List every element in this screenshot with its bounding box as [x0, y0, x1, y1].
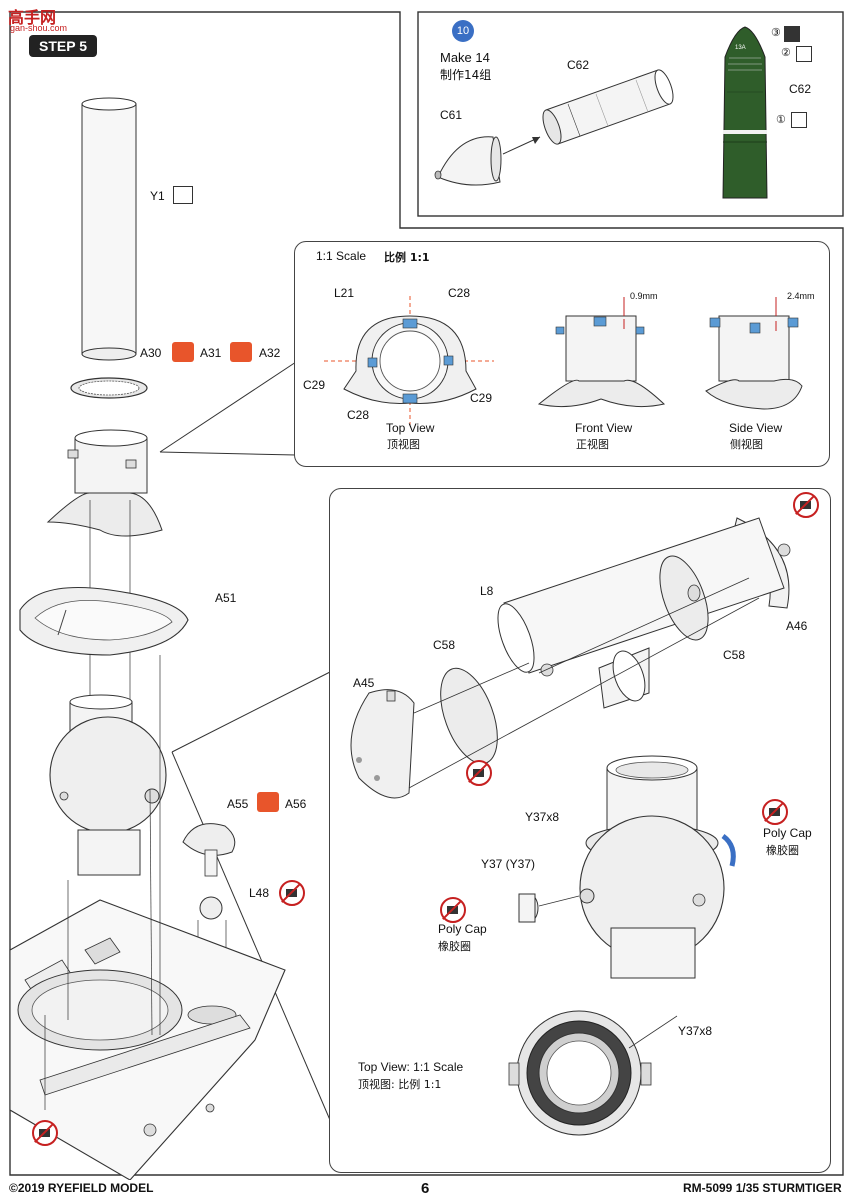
label-c58-left: C58	[433, 638, 456, 652]
callout-num-2: ②	[781, 47, 791, 59]
label-c29-left: C29	[303, 378, 326, 392]
shell-exploded-diagram	[434, 69, 674, 186]
dim-front: 0.9mm	[630, 291, 658, 301]
label-a56: A56	[285, 797, 307, 811]
label-y37x8: Y37x8	[525, 810, 560, 824]
label-c62-top: C62	[567, 58, 590, 72]
label-a46: A46	[786, 619, 808, 633]
label-c62-shell: C62	[789, 82, 812, 96]
top-view-title: Top View	[386, 421, 435, 435]
label-l21: L21	[334, 286, 355, 300]
substep-badge: 10	[452, 20, 474, 42]
scale-views-diagram	[324, 296, 803, 426]
no-glue-icon-a45	[466, 760, 492, 786]
label-polycap-right: Poly Cap	[763, 826, 812, 840]
scale-label-cn: 比例 1:1	[384, 251, 430, 264]
label-a32: A32	[259, 346, 281, 360]
label-y1: Y1	[150, 189, 165, 203]
label-c28-top: C28	[448, 286, 471, 300]
alternate-icon-a30	[172, 342, 194, 362]
label-l8: L8	[480, 584, 494, 598]
top-view-scale-title-cn: 顶视图: 比例 1:1	[358, 1078, 442, 1091]
label-a51: A51	[215, 591, 237, 605]
label-polycap-left-cn: 橡胶圈	[438, 940, 471, 953]
no-glue-icon-hull	[32, 1120, 58, 1146]
label-polycap-right-cn: 橡胶圈	[766, 844, 799, 857]
paint-ref-icon-3	[784, 26, 800, 42]
top-view-title-cn: 顶视图	[387, 438, 420, 451]
label-a30: A30	[140, 346, 162, 360]
side-view-title-cn: 侧视图	[730, 438, 763, 451]
main-exploded-assembly	[9, 97, 286, 1180]
label-a31: A31	[200, 346, 222, 360]
scale-label: 1:1 Scale	[316, 249, 367, 263]
label-c29-right: C29	[470, 391, 493, 405]
label-polycap-left: Poly Cap	[438, 922, 487, 936]
footer-copyright: ©2019 RYEFIELD MODEL	[9, 1181, 154, 1195]
no-glue-icon-polycap-left	[440, 897, 466, 923]
callout-num-1: ①	[776, 114, 786, 126]
label-a45: A45	[353, 676, 375, 690]
make-label-cn: 制作14组	[440, 68, 492, 82]
label-c58-right: C58	[723, 648, 746, 662]
no-glue-icon-a46	[793, 492, 819, 518]
step-badge: STEP 5	[29, 35, 97, 57]
shell-stencil: 13A	[735, 45, 746, 51]
no-glue-icon-l48	[279, 880, 305, 906]
watermark-url: gan-shou.com	[10, 23, 68, 33]
label-y37-pair: Y37 (Y37)	[481, 857, 536, 871]
paint-ref-icon-1	[791, 112, 807, 128]
callout-num-3: ③	[771, 27, 781, 39]
label-a55: A55	[227, 797, 249, 811]
alternate-icon-a31	[230, 342, 252, 362]
label-l48: L48	[249, 886, 270, 900]
side-view-title: Side View	[729, 421, 783, 435]
alternate-icon-a55	[257, 792, 279, 812]
footer-product: RM-5099 1/35 STURMTIGER	[683, 1181, 842, 1195]
label-c61: C61	[440, 108, 463, 122]
label-c28-bottom: C28	[347, 408, 370, 422]
paint-ref-icon-2	[796, 46, 812, 62]
dim-side: 2.4mm	[787, 291, 815, 301]
finished-shell-diagram: 13A	[722, 26, 768, 199]
no-glue-icon-polycap-right	[762, 799, 788, 825]
front-view-title: Front View	[575, 421, 633, 435]
make-label: Make 14	[440, 50, 490, 65]
label-y37x8-topview: Y37x8	[678, 1024, 713, 1038]
front-view-title-cn: 正视图	[576, 438, 609, 451]
top-view-scale-title: Top View: 1:1 Scale	[358, 1060, 464, 1074]
mount-detail-diagram	[350, 517, 791, 1136]
watermark: 高手网	[8, 8, 57, 27]
footer-page-number: 6	[421, 1180, 430, 1197]
cement-icon-y1	[173, 186, 193, 204]
